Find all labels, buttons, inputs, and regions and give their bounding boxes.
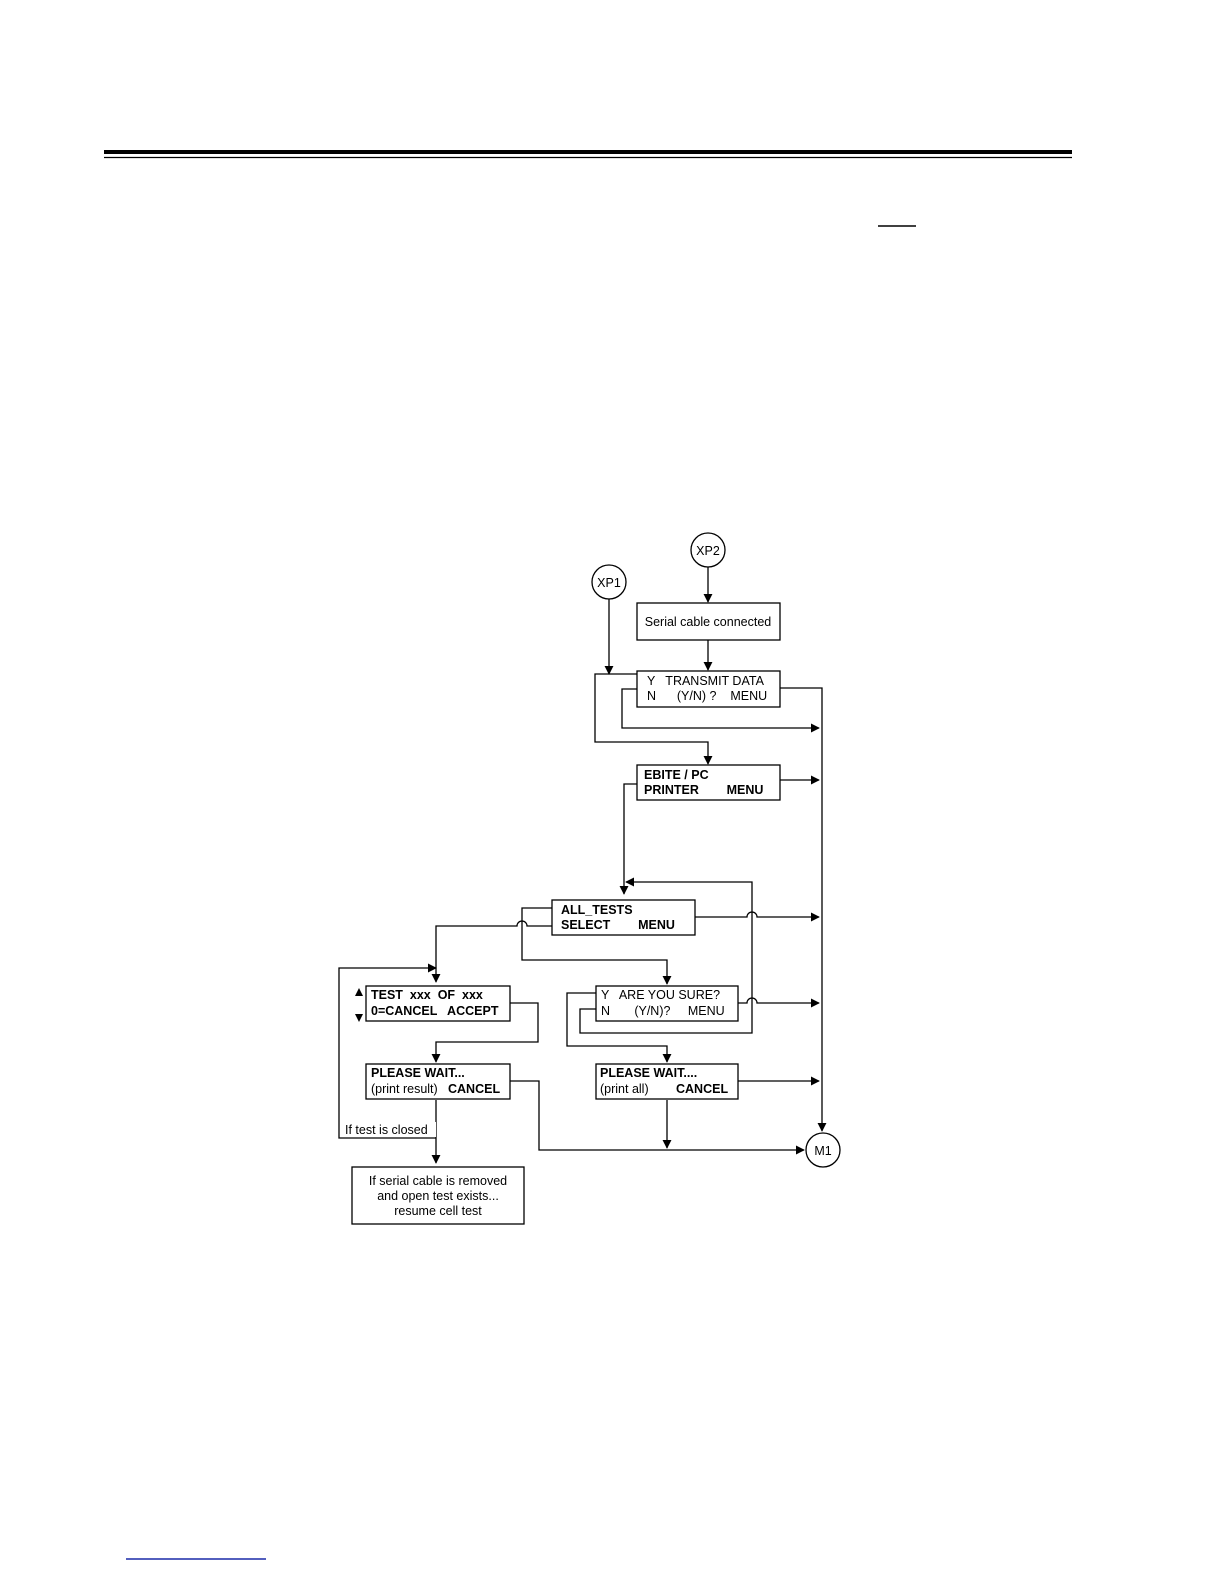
connector-m1-label: M1 xyxy=(814,1144,831,1158)
sure-line-1: Y ARE YOU SURE? xyxy=(601,988,720,1002)
connector-xp2: XP2 xyxy=(690,532,726,568)
serial-removed-line-3: resume cell test xyxy=(394,1204,482,1218)
ebite-line-2: PRINTER MENU xyxy=(644,783,763,797)
wait-result-line-1: PLEASE WAIT... xyxy=(371,1066,465,1080)
serial-removed-line-1: If serial cable is removed xyxy=(369,1174,507,1188)
connector-xp1-label: XP1 xyxy=(597,576,621,590)
alltests-line-2: SELECT MENU xyxy=(561,918,675,932)
serial-removed-line-2: and open test exists... xyxy=(377,1189,499,1203)
wait-result-line-2b: CANCEL xyxy=(448,1082,500,1096)
box-serial-removed: If serial cable is removed and open test… xyxy=(351,1166,525,1225)
alltests-line-1: ALL_TESTS xyxy=(561,903,633,917)
transmit-line-2: N (Y/N) ? MENU xyxy=(647,689,767,703)
header-rule xyxy=(104,150,1072,159)
box-serial-connected: Serial cable connected xyxy=(636,602,781,641)
flow-lines xyxy=(338,567,827,1164)
connector-m1: M1 xyxy=(805,1132,841,1168)
connector-xp2-label: XP2 xyxy=(696,544,720,558)
box-please-wait-result: PLEASE WAIT... (print result) CANCEL xyxy=(365,1063,511,1100)
scroll-up-icon xyxy=(355,988,363,996)
box-are-you-sure: Y ARE YOU SURE? N (Y/N)? MENU xyxy=(595,985,739,1022)
wait-result-line-2a: (print result) xyxy=(371,1082,438,1096)
box-test-of: TEST xxx OF xxx 0=CANCEL ACCEPT xyxy=(365,985,511,1022)
ebite-line-1: EBITE / PC xyxy=(644,768,709,782)
box-all-tests: ALL_TESTS SELECT MENU xyxy=(551,899,696,936)
box-serial-connected-text: Serial cable connected xyxy=(645,615,772,629)
box-transmit-data: Y TRANSMIT DATA N (Y/N) ? MENU xyxy=(636,670,781,708)
box-ebite-pc: EBITE / PC PRINTER MENU xyxy=(636,764,781,801)
wait-all-line-2b: CANCEL xyxy=(676,1082,728,1096)
box-please-wait-all: PLEASE WAIT.... (print all) CANCEL xyxy=(595,1063,739,1100)
test-closed-label: If test is closed xyxy=(345,1123,428,1137)
wait-all-line-2a: (print all) xyxy=(600,1082,649,1096)
sure-line-2: N (Y/N)? MENU xyxy=(601,1004,725,1018)
test-line-1: TEST xxx OF xxx xyxy=(371,988,483,1002)
transmit-line-1: Y TRANSMIT DATA xyxy=(647,674,765,688)
connector-xp1: XP1 xyxy=(591,564,627,600)
test-line-2: 0=CANCEL ACCEPT xyxy=(371,1004,499,1018)
scroll-down-icon xyxy=(355,1014,363,1022)
wait-all-line-1: PLEASE WAIT.... xyxy=(600,1066,697,1080)
